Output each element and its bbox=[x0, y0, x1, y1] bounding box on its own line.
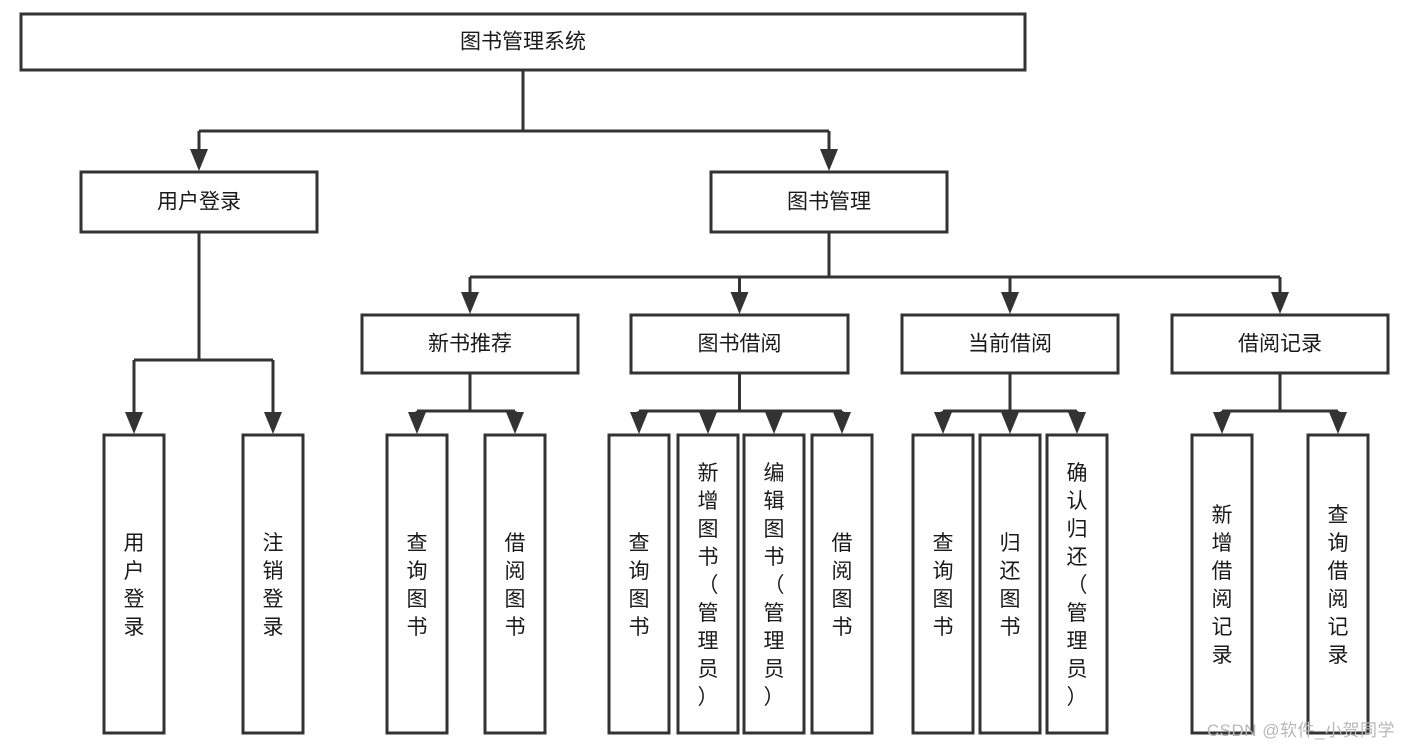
node-box-leaf-edit-book-admin bbox=[742, 433, 806, 735]
node-leaf-add-book-admin[interactable]: 新增图书（管理员） bbox=[676, 433, 740, 735]
arrow-head-icon bbox=[1213, 412, 1231, 434]
node-box-root bbox=[19, 12, 1027, 72]
arrow-head-icon bbox=[1271, 292, 1289, 314]
node-box-leaf-logout-login bbox=[241, 433, 305, 735]
node-box-leaf-borrow-book bbox=[810, 433, 874, 735]
node-leaf-query-borrow-record[interactable]: 查询借阅记录 bbox=[1306, 433, 1370, 735]
node-label-leaf-edit-book-admin: 编辑图书（管理员） bbox=[764, 462, 785, 709]
csdn-watermark: CSDN @软件_小贺同学 bbox=[1206, 721, 1395, 740]
node-box-leaf-query-book-recommend bbox=[385, 433, 449, 735]
node-label-current-borrow: 当前借阅 bbox=[968, 333, 1052, 356]
arrow-head-icon bbox=[820, 149, 838, 171]
arrow-head-icon bbox=[1068, 412, 1086, 434]
node-leaf-user-login[interactable]: 用户登录 bbox=[102, 433, 166, 735]
arrow-head-icon bbox=[934, 412, 952, 434]
node-leaf-query-book-current[interactable]: 查询图书 bbox=[911, 433, 975, 735]
arrow-head-icon bbox=[699, 412, 717, 434]
node-label-leaf-query-book-recommend: 查询图书 bbox=[407, 532, 428, 639]
node-label-leaf-query-book-current: 查询图书 bbox=[933, 532, 954, 639]
node-box-leaf-confirm-return-admin bbox=[1045, 433, 1109, 735]
arrow-head-icon bbox=[630, 412, 648, 434]
node-leaf-return-book[interactable]: 归还图书 bbox=[978, 433, 1042, 735]
node-label-leaf-add-borrow-record: 新增借阅记录 bbox=[1212, 504, 1233, 667]
node-box-leaf-query-borrow-record bbox=[1306, 433, 1370, 735]
node-root[interactable]: 图书管理系统 bbox=[19, 12, 1027, 72]
arrow-head-icon bbox=[264, 412, 282, 434]
node-leaf-add-borrow-record[interactable]: 新增借阅记录 bbox=[1190, 433, 1254, 735]
node-leaf-query-book-recommend[interactable]: 查询图书 bbox=[385, 433, 449, 735]
arrow-head-icon bbox=[506, 412, 524, 434]
node-label-leaf-confirm-return-admin: 确认归还（管理员） bbox=[1067, 462, 1088, 709]
node-leaf-query-book-borrow[interactable]: 查询图书 bbox=[607, 433, 671, 735]
node-label-book-management: 图书管理 bbox=[787, 191, 871, 214]
node-leaf-confirm-return-admin[interactable]: 确认归还（管理员） bbox=[1045, 433, 1109, 735]
arrow-head-icon bbox=[1001, 292, 1019, 314]
node-label-leaf-borrow-book-recommend: 借阅图书 bbox=[505, 532, 526, 639]
node-user-login[interactable]: 用户登录 bbox=[79, 170, 319, 234]
node-box-leaf-query-book-current bbox=[911, 433, 975, 735]
arrow-head-icon bbox=[833, 412, 851, 434]
node-box-user-login bbox=[79, 170, 319, 234]
arrow-head-icon bbox=[1001, 412, 1019, 434]
node-borrow-record[interactable]: 借阅记录 bbox=[1170, 313, 1390, 375]
node-book-borrow[interactable]: 图书借阅 bbox=[629, 313, 850, 375]
node-label-leaf-borrow-book: 借阅图书 bbox=[832, 532, 853, 639]
node-boxes-group: 图书管理系统用户登录图书管理新书推荐图书借阅当前借阅借阅记录用户登录注销登录查询… bbox=[19, 12, 1390, 735]
node-leaf-borrow-book-recommend[interactable]: 借阅图书 bbox=[483, 433, 547, 735]
node-leaf-logout-login[interactable]: 注销登录 bbox=[241, 433, 305, 735]
connector-lines-group bbox=[125, 70, 1347, 434]
node-label-book-borrow: 图书借阅 bbox=[698, 333, 782, 356]
node-box-leaf-borrow-book-recommend bbox=[483, 433, 547, 735]
node-label-leaf-logout-login: 注销登录 bbox=[263, 532, 284, 639]
node-label-leaf-add-book-admin: 新增图书（管理员） bbox=[698, 462, 719, 709]
node-label-new-book-recommend: 新书推荐 bbox=[428, 333, 512, 356]
node-box-leaf-query-book-borrow bbox=[607, 433, 671, 735]
arrow-head-icon bbox=[408, 412, 426, 434]
arrow-head-icon bbox=[190, 149, 208, 171]
node-label-leaf-user-login: 用户登录 bbox=[124, 532, 145, 639]
arrow-head-icon bbox=[765, 412, 783, 434]
node-label-leaf-query-book-borrow: 查询图书 bbox=[629, 532, 650, 639]
node-current-borrow[interactable]: 当前借阅 bbox=[900, 313, 1120, 375]
node-label-user-login: 用户登录 bbox=[157, 191, 241, 214]
arrow-head-icon bbox=[125, 412, 143, 434]
node-box-leaf-user-login bbox=[102, 433, 166, 735]
node-box-leaf-add-book-admin bbox=[676, 433, 740, 735]
node-leaf-borrow-book[interactable]: 借阅图书 bbox=[810, 433, 874, 735]
node-label-root: 图书管理系统 bbox=[460, 31, 586, 54]
node-box-book-borrow bbox=[629, 313, 850, 375]
node-box-leaf-return-book bbox=[978, 433, 1042, 735]
node-box-book-management bbox=[709, 170, 949, 234]
node-book-management[interactable]: 图书管理 bbox=[709, 170, 949, 234]
arrow-head-icon bbox=[1329, 412, 1347, 434]
arrow-head-icon bbox=[461, 292, 479, 314]
node-new-book-recommend[interactable]: 新书推荐 bbox=[360, 313, 580, 375]
node-leaf-edit-book-admin[interactable]: 编辑图书（管理员） bbox=[742, 433, 806, 735]
node-label-leaf-query-borrow-record: 查询借阅记录 bbox=[1328, 504, 1349, 667]
node-label-borrow-record: 借阅记录 bbox=[1238, 333, 1322, 356]
node-label-leaf-return-book: 归还图书 bbox=[1000, 532, 1021, 639]
node-box-new-book-recommend bbox=[360, 313, 580, 375]
arrow-head-icon bbox=[730, 292, 749, 314]
node-box-borrow-record bbox=[1170, 313, 1390, 375]
node-box-current-borrow bbox=[900, 313, 1120, 375]
node-box-leaf-add-borrow-record bbox=[1190, 433, 1254, 735]
